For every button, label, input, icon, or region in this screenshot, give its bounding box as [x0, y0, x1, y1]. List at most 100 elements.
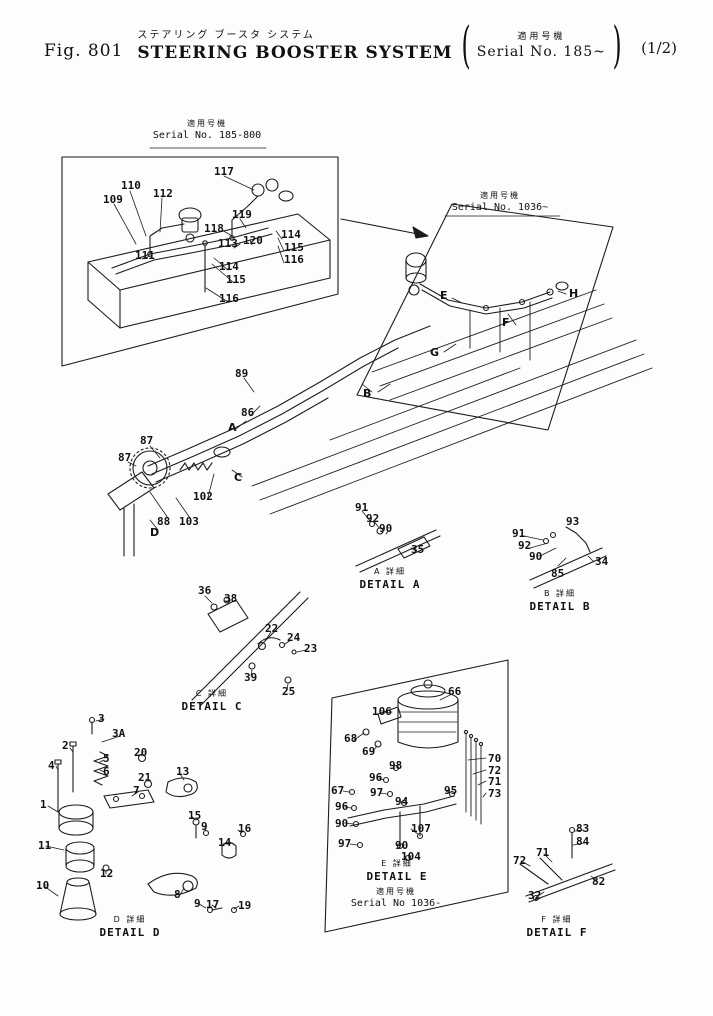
ref-letter-c: C: [234, 471, 243, 484]
detail-e-part-callout: 90: [395, 839, 409, 852]
detail-f-part-callout: 71: [536, 846, 550, 859]
detail-c-part-callout: 22: [265, 622, 279, 635]
detail-e-part-callout: 73: [488, 787, 502, 800]
detail-f-part-callout: 72: [513, 854, 527, 867]
detail-a-part-callout: 91: [355, 501, 369, 514]
detail-e-part-callout: 95: [444, 784, 458, 797]
main-assembly-part-callout: 87: [140, 434, 154, 447]
detail-a-part-callout: 35: [411, 543, 425, 556]
detail-d-part-callout: 3A: [112, 727, 126, 740]
detail-d-part-callout: 9: [194, 897, 201, 910]
detail-e-part-callout: 69: [362, 745, 376, 758]
open-paren: (: [461, 18, 471, 76]
detail-b-art: [523, 526, 607, 589]
detail-d-part-callout: 2: [62, 739, 69, 752]
detail-f-part-callout: 83: [576, 822, 590, 835]
main-assembly-part-callout: 88: [157, 515, 171, 528]
detail-d-part-callout: 5: [103, 752, 110, 765]
detail-c-art: [191, 591, 309, 707]
inset-185-800-part-callout: 110: [121, 179, 141, 192]
detail-a-part-callout: 90: [379, 522, 393, 535]
ref-letter-g: G: [430, 346, 440, 359]
detail-d-part-callout: 3: [98, 712, 105, 725]
detail-d-part-callout: 16: [238, 822, 252, 835]
inset-185-800-part-callout: 115: [226, 273, 246, 286]
figure-header: Fig. 801 ステアリング ブースタ システム STEERING BOOST…: [44, 22, 677, 71]
detail-e-part-callout: 97: [370, 786, 384, 799]
detail-e-part-callout: 98: [389, 759, 403, 772]
detail-d-part-callout: 1: [40, 798, 47, 811]
main-assembly-art: [107, 325, 653, 557]
inset-185-800-part-callout: 118: [204, 222, 224, 235]
close-paren: ): [612, 18, 622, 76]
ref-letter-f: F: [502, 316, 510, 329]
detail-e-part-callout: 90: [335, 817, 349, 830]
inset-185-800-part-callout: 109: [103, 193, 123, 206]
detail-d-part-callout: 10: [36, 879, 50, 892]
detail-e-part-callout: 67: [331, 784, 345, 797]
detail-e-part-callout: 97: [338, 837, 352, 850]
serial-applicability: 適用号機 Serial No. 185~: [477, 29, 606, 60]
detail-d-part-callout: 9: [201, 820, 208, 833]
title-block: ステアリング ブースタ システム STEERING BOOSTER SYSTEM: [137, 26, 452, 63]
detail-d-part-callout: 15: [188, 809, 202, 822]
main-assembly-part-callout: 86: [241, 406, 255, 419]
detail-c-part-callout: 24: [287, 631, 301, 644]
main-assembly-part-callout: 102: [193, 490, 213, 503]
inset-185-800-part-callout: 120: [243, 234, 263, 247]
detail-c-part-callout: 23: [304, 642, 318, 655]
detail-a-art: [355, 510, 441, 573]
detail-e-part-callout: 66: [448, 685, 462, 698]
detail-d-part-callout: 8: [174, 888, 181, 901]
detail-d-art: [43, 716, 247, 921]
detail-f-part-callout: 82: [592, 875, 606, 888]
detail-c-part-callout: 25: [282, 685, 296, 698]
detail-d-part-callout: 21: [138, 771, 152, 784]
main-assembly-part-callout: 103: [179, 515, 199, 528]
detail-e-part-callout: 104: [401, 850, 421, 863]
detail-c-part-callout: 36: [198, 584, 212, 597]
inset-pointer-arrow: [340, 218, 429, 239]
detail-e-part-callout: 107: [411, 822, 431, 835]
inset-185-800-part-callout: 119: [232, 208, 252, 221]
inset-185-800-part-callout: 116: [219, 292, 239, 305]
serial-applicability-jp: 適用号機: [517, 32, 566, 42]
inset-185-800-part-callout: 114: [281, 228, 301, 241]
detail-b-part-callout: 90: [529, 550, 543, 563]
detail-e-part-callout: 94: [395, 795, 409, 808]
detail-e-part-callout: 106: [372, 705, 392, 718]
ref-letter-h: H: [569, 287, 579, 300]
detail-d-part-callout: 20: [134, 746, 148, 759]
ref-letter-e: E: [440, 289, 448, 302]
detail-b-part-callout: 93: [566, 515, 580, 528]
detail-e-part-callout: 96: [335, 800, 349, 813]
detail-d-part-callout: 13: [176, 765, 190, 778]
inset-185-800-part-callout: 112: [153, 187, 173, 200]
detail-e-part-callout: 72: [488, 764, 502, 777]
inset-185-800-art: [61, 147, 339, 367]
detail-f-part-callout: 84: [576, 835, 590, 848]
detail-e-part-callout: 70: [488, 752, 502, 765]
detail-d-part-callout: 6: [103, 765, 110, 778]
detail-d-part-callout: 4: [48, 759, 55, 772]
page-number: (1/2): [641, 39, 677, 57]
detail-d-part-callout: 11: [38, 839, 52, 852]
detail-c-part-callout: 38: [224, 592, 238, 605]
inset-185-800-part-callout: 116: [284, 253, 304, 266]
detail-d-part-callout: 19: [238, 899, 252, 912]
main-assembly-part-callout: 89: [235, 367, 249, 380]
detail-b-part-callout: 34: [595, 555, 609, 568]
inset-185-800-part-callout: 111: [135, 249, 155, 262]
detail-b-part-callout: 92: [518, 539, 532, 552]
detail-e-part-callout: 71: [488, 775, 502, 788]
figure-number: Fig. 801: [44, 41, 124, 61]
inset-1036-art: [356, 203, 614, 431]
detail-f-art: [519, 826, 616, 903]
detail-d-part-callout: 7: [133, 784, 140, 797]
